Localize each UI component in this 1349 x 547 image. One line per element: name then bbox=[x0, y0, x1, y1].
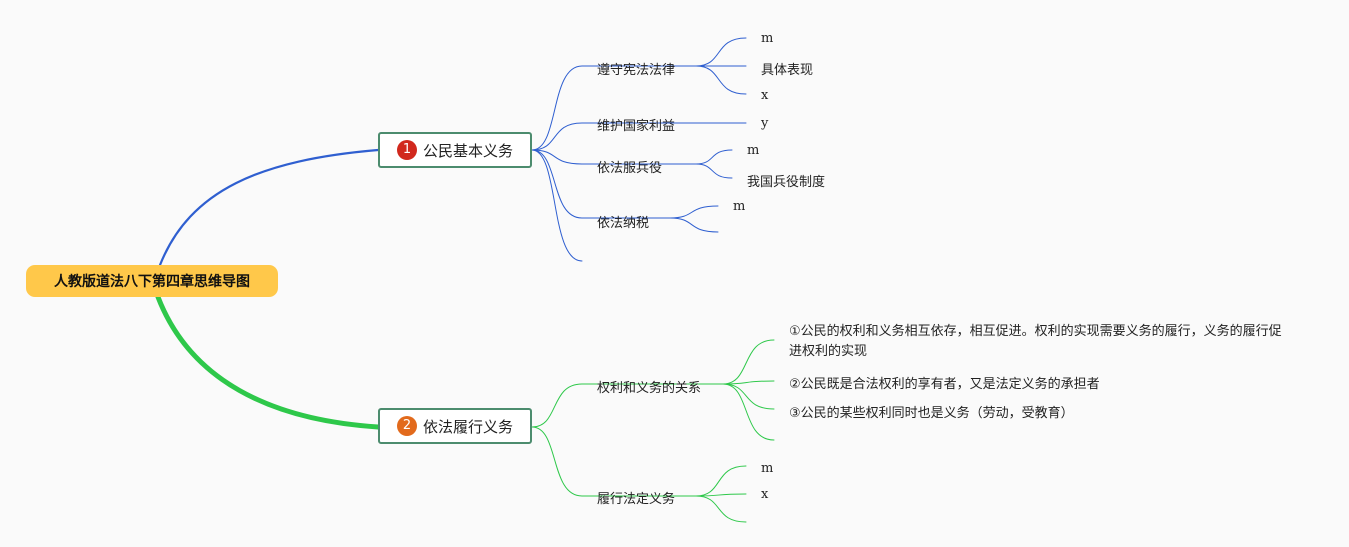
topic-node-2[interactable]: 2 依法履行义务 bbox=[378, 408, 532, 444]
subtopic-label[interactable]: 遵守宪法法律 bbox=[597, 63, 676, 78]
leaf-connector bbox=[722, 380, 775, 385]
leaf-label[interactable]: m bbox=[733, 199, 746, 214]
leaf-connector bbox=[695, 163, 733, 179]
topic-node-1[interactable]: 1 公民基本义务 bbox=[378, 132, 532, 168]
leaf-label[interactable]: ②公民既是合法权利的享有者，又是法定义务的承担者 bbox=[789, 377, 1100, 392]
leaf-connector bbox=[722, 383, 775, 441]
leaf-connector bbox=[669, 205, 719, 219]
subtopic-connector bbox=[531, 149, 697, 165]
subtopic-connector bbox=[531, 383, 724, 428]
root-connector-1 bbox=[158, 148, 380, 267]
leaf-connector bbox=[695, 495, 747, 523]
leaf-connector bbox=[722, 339, 775, 385]
subtopic-connector bbox=[531, 149, 671, 219]
leaf-label[interactable]: m bbox=[761, 461, 774, 476]
leaf-label[interactable]: x bbox=[761, 88, 769, 103]
leaf-connector bbox=[695, 65, 747, 95]
topic-label: 依法履行义务 bbox=[422, 417, 513, 436]
subtopic-label[interactable]: 依法纳税 bbox=[597, 216, 650, 231]
leaf-label[interactable]: ①公民的权利和义务相互依存，相互促进。权利的实现需要义务的履行，义务的履行促进权… bbox=[789, 324, 1282, 359]
subtopic-connector bbox=[531, 426, 697, 497]
topic-number-badge: 1 bbox=[396, 140, 417, 160]
subtopic-connector bbox=[531, 122, 697, 151]
leaf-label[interactable]: x bbox=[761, 487, 769, 502]
subtopic-connector bbox=[531, 149, 583, 262]
leaf-connector bbox=[669, 217, 719, 233]
leaf-connector bbox=[695, 37, 747, 67]
subtopic-label[interactable]: 依法服兵役 bbox=[597, 161, 663, 176]
leaf-connector bbox=[722, 383, 775, 410]
leaf-label[interactable]: ③公民的某些权利同时也是义务（劳动，受教育） bbox=[789, 406, 1074, 421]
subtopic-label[interactable]: 履行法定义务 bbox=[597, 492, 676, 507]
subtopic-connector bbox=[531, 65, 697, 151]
topic-label: 公民基本义务 bbox=[422, 141, 513, 160]
leaf-connector bbox=[695, 465, 747, 497]
topic-number-badge: 2 bbox=[396, 416, 417, 436]
leaf-label[interactable]: 我国兵役制度 bbox=[747, 175, 826, 190]
leaf-label[interactable]: y bbox=[761, 116, 769, 131]
leaf-label[interactable]: m bbox=[761, 31, 774, 46]
root-label: 人教版道法八下第四章思维导图 bbox=[54, 274, 250, 290]
leaf-connector bbox=[695, 493, 747, 497]
root-connector-2 bbox=[155, 294, 381, 430]
leaf-label[interactable]: 具体表现 bbox=[761, 63, 814, 78]
subtopic-label[interactable]: 维护国家利益 bbox=[597, 119, 676, 134]
subtopic-label[interactable]: 权利和义务的关系 bbox=[597, 381, 702, 396]
leaf-connector bbox=[695, 149, 733, 165]
root-node[interactable]: 人教版道法八下第四章思维导图 bbox=[26, 265, 278, 297]
leaf-label[interactable]: m bbox=[747, 143, 760, 158]
